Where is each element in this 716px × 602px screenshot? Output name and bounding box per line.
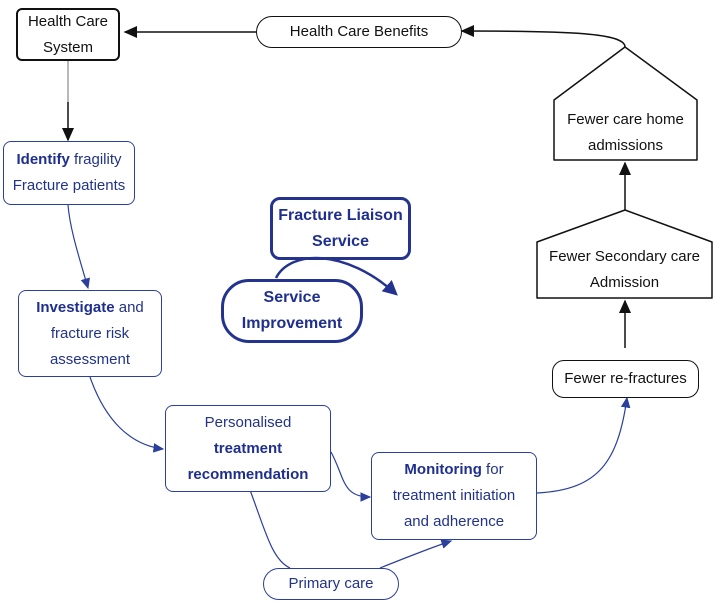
node-fracture-liaison-service: Fracture Liaison Service	[270, 197, 411, 260]
investigate-rest: and	[114, 298, 144, 316]
arrow-identify-to-investigate	[67, 204, 90, 290]
identify-bold: Identify	[16, 151, 70, 168]
investigate-bold: Investigate	[36, 298, 115, 316]
node-primary-care: Primary care	[263, 568, 399, 600]
identify-rest: fragility	[69, 151, 122, 168]
node-personalised-treatment: Personalised treatment recommendation	[165, 405, 331, 492]
identify-line2: Fracture patients	[12, 177, 126, 194]
health-care-benefits-label: Health Care Benefits	[289, 23, 429, 40]
arrow-investigate-to-personalised	[89, 376, 165, 453]
node-fewer-secondary-care: Fewer Secondary care Admission	[537, 242, 712, 298]
node-investigate: Investigate and fracture risk assessment	[18, 290, 162, 377]
monitoring-bold: Monitoring	[404, 461, 482, 478]
investigate-line3: assessment	[49, 350, 131, 368]
monitoring-line3: and adherence	[403, 513, 505, 530]
node-identify: Identify fragility Fracture patients	[3, 141, 135, 205]
fewer-refractures-label: Fewer re-fractures	[564, 370, 687, 387]
fewer-carehome-line2: admissions	[587, 137, 664, 154]
investigate-line2: fracture risk	[50, 324, 130, 342]
fracture-liaison-line1: Fracture Liaison	[278, 206, 403, 224]
service-improvement-line2: Improvement	[241, 315, 343, 332]
personalised-bold2: recommendation	[187, 465, 309, 483]
fewer-carehome-shape	[553, 46, 698, 161]
primary-care-label: Primary care	[288, 575, 374, 592]
service-improvement-line1: Service	[263, 289, 321, 306]
node-fewer-care-home: Fewer care home admissions	[554, 106, 697, 160]
health-care-system-line1: Health Care	[27, 12, 109, 30]
node-fewer-refractures: Fewer re-fractures	[552, 360, 699, 398]
personalised-line1: Personalised	[204, 413, 292, 431]
fewer-carehome-line1: Fewer care home	[567, 111, 684, 128]
node-monitoring: Monitoring for treatment initiation and …	[371, 452, 537, 540]
arrow-personalised-to-monitoring	[330, 451, 372, 502]
fracture-liaison-line2: Service	[312, 232, 369, 250]
node-health-care-benefits: Health Care Benefits	[256, 16, 462, 48]
health-care-system-line2: System	[42, 38, 93, 56]
monitoring-line2: treatment initiation	[392, 487, 516, 504]
node-health-care-system: Health Care System	[16, 8, 120, 61]
personalised-bold1: treatment	[213, 439, 283, 457]
fewer-secondary-shape	[536, 209, 713, 299]
connector-personalised-to-primary	[249, 489, 291, 569]
node-service-improvement: Service Improvement	[221, 279, 363, 343]
fewer-secondary-line1: Fewer Secondary care	[549, 248, 700, 265]
arrow-carehome-to-benefits	[460, 25, 626, 48]
arrow-monitoring-to-refractures	[536, 396, 631, 494]
monitoring-rest: for	[481, 461, 504, 478]
arrow-primary-to-monitoring	[379, 539, 453, 569]
fewer-secondary-line2: Admission	[589, 274, 660, 291]
